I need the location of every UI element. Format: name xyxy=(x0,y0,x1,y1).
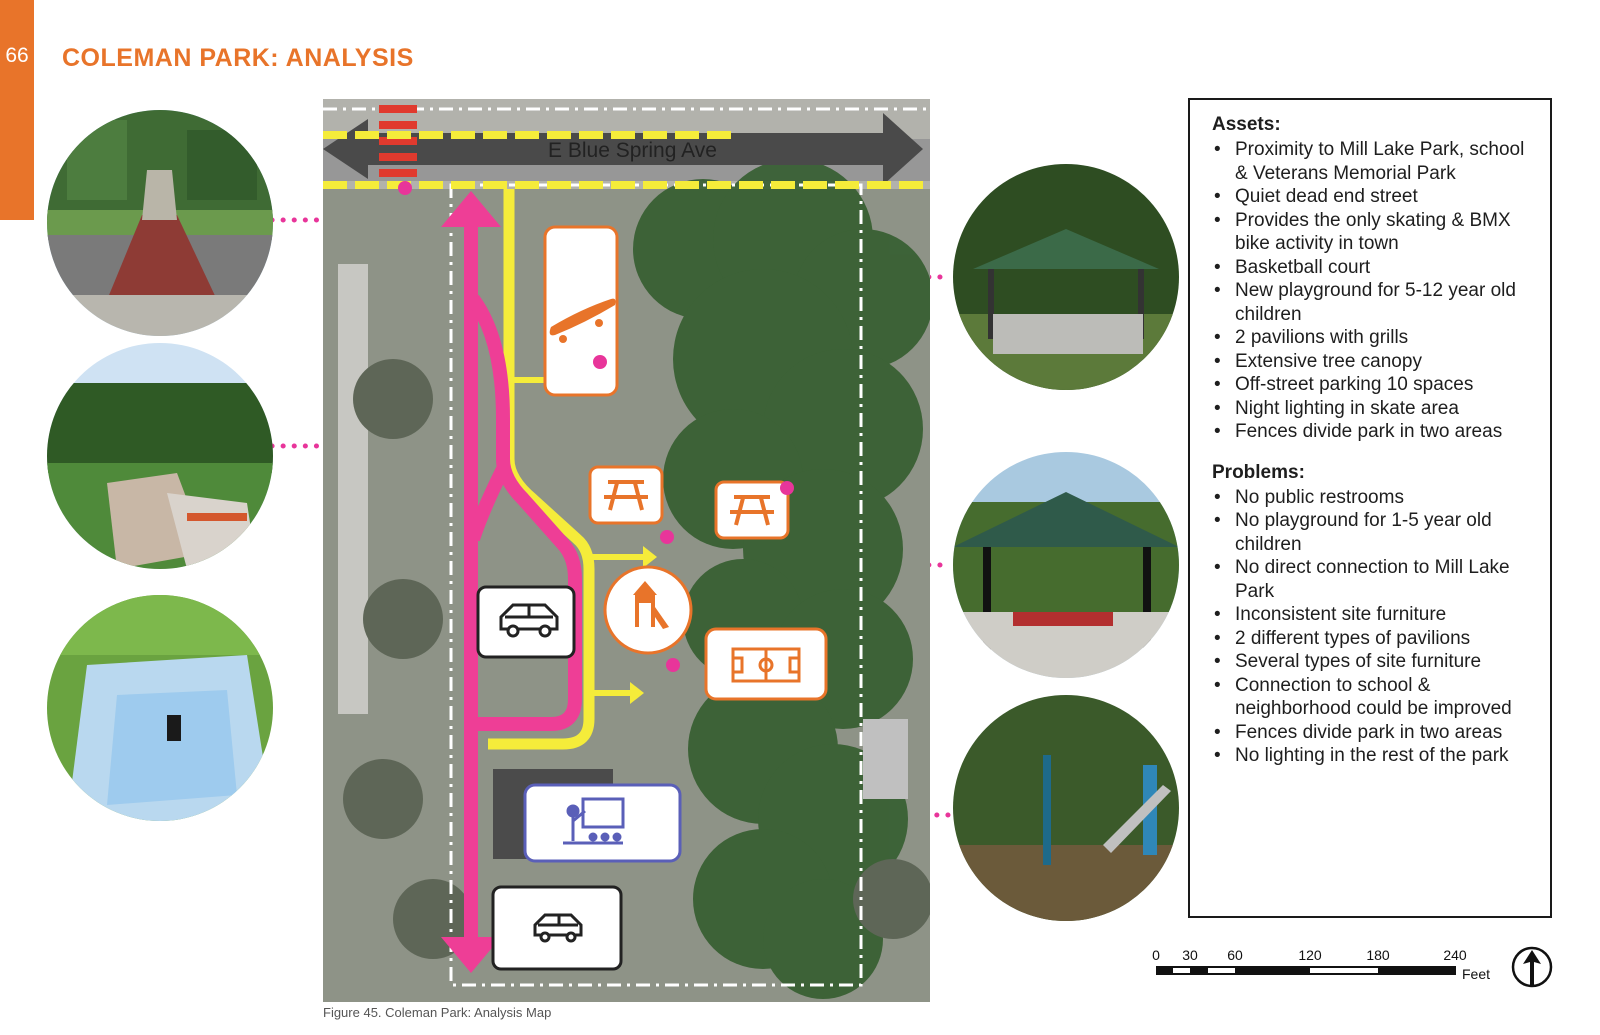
list-item: Connection to school & neighborhood coul… xyxy=(1212,674,1534,721)
playground-box xyxy=(603,565,693,655)
page-tab xyxy=(0,0,34,220)
basketball-court-icon xyxy=(731,647,801,683)
picnic-table-icon xyxy=(604,480,648,511)
list-item: 2 pavilions with grills xyxy=(1212,326,1534,350)
list-item: No direct connection to Mill Lake Park xyxy=(1212,556,1534,603)
scale-tick-label: 180 xyxy=(1366,947,1390,963)
analysis-map: E Blue Spring Ave xyxy=(323,99,930,1002)
skateboard-icon xyxy=(549,298,616,343)
map-caption: Figure 45. Coleman Park: Analysis Map xyxy=(323,1005,552,1020)
skate-area-box xyxy=(543,225,619,397)
list-item: 2 different types of pavilions xyxy=(1212,627,1534,651)
assets-list: Proximity to Mill Lake Park, school & Ve… xyxy=(1212,138,1534,444)
parking-box-2 xyxy=(491,885,623,971)
assets-heading: Assets: xyxy=(1212,114,1281,135)
list-item: No lighting in the rest of the park xyxy=(1212,744,1534,768)
street-label: E Blue Spring Ave xyxy=(548,139,717,162)
school-teacher-icon xyxy=(563,797,625,845)
problems-heading: Problems: xyxy=(1212,461,1305,483)
scale-tick-label: 60 xyxy=(1227,947,1243,963)
list-item: Fences divide park in two areas xyxy=(1212,420,1534,444)
scale-tick-label: 240 xyxy=(1443,947,1467,963)
list-item: Basketball court xyxy=(1212,256,1534,280)
list-item: No playground for 1-5 year old children xyxy=(1212,509,1534,556)
list-item: No public restrooms xyxy=(1212,486,1534,510)
list-item: Several types of site furniture xyxy=(1212,650,1534,674)
picnic-table-icon xyxy=(730,495,774,526)
page-title: COLEMAN PARK: ANALYSIS xyxy=(62,44,414,72)
basketball-court-box xyxy=(704,627,828,701)
list-item: Night lighting in skate area xyxy=(1212,397,1534,421)
playground-icon xyxy=(633,581,669,629)
playground-photo-icon xyxy=(953,695,1179,921)
photo-playground xyxy=(953,695,1179,921)
photo-pavilion-2 xyxy=(953,452,1179,678)
parking-box-1 xyxy=(476,585,576,659)
list-item: Provides the only skating & BMX bike act… xyxy=(1212,209,1534,256)
list-item: Quiet dead end street xyxy=(1212,185,1534,209)
scale-tick-label: 30 xyxy=(1182,947,1198,963)
photo-skate-ramps xyxy=(47,343,273,569)
scale-unit: Feet xyxy=(1462,966,1490,982)
scale-bar: 0 30 60 120 180 240 Feet xyxy=(1152,947,1490,982)
list-item: Proximity to Mill Lake Park, school & Ve… xyxy=(1212,138,1534,185)
parking-car-icon xyxy=(533,913,583,943)
photo-pavilion-1 xyxy=(953,164,1179,390)
page-number: 66 xyxy=(5,44,29,67)
parking-car-icon xyxy=(499,603,559,638)
north-arrow-icon xyxy=(1511,946,1553,988)
list-item: Fences divide park in two areas xyxy=(1212,721,1534,745)
skate-bowl-photo-icon xyxy=(47,595,273,821)
list-item: Inconsistent site furniture xyxy=(1212,603,1534,627)
pavilion-photo-icon xyxy=(953,164,1179,390)
skate-ramp-photo-icon xyxy=(47,343,273,569)
photo-skate-bowl xyxy=(47,595,273,821)
picnic-table-box-2 xyxy=(714,480,790,540)
list-item: New playground for 5-12 year old childre… xyxy=(1212,279,1534,326)
picnic-pavilion-photo-icon xyxy=(953,452,1179,678)
school-box xyxy=(523,783,682,863)
picnic-table-box-1 xyxy=(588,465,664,525)
list-item: Extensive tree canopy xyxy=(1212,350,1534,374)
scale-tick-label: 0 xyxy=(1152,947,1160,963)
assets-problems-panel: Assets: Proximity to Mill Lake Park, sch… xyxy=(1188,98,1552,918)
crosswalk-photo-icon xyxy=(47,110,273,336)
photo-crosswalk xyxy=(47,110,273,336)
problems-list: No public restrooms No playground for 1-… xyxy=(1212,486,1534,768)
list-item: Off-street parking 10 spaces xyxy=(1212,373,1534,397)
scale-tick-label: 120 xyxy=(1298,947,1322,963)
